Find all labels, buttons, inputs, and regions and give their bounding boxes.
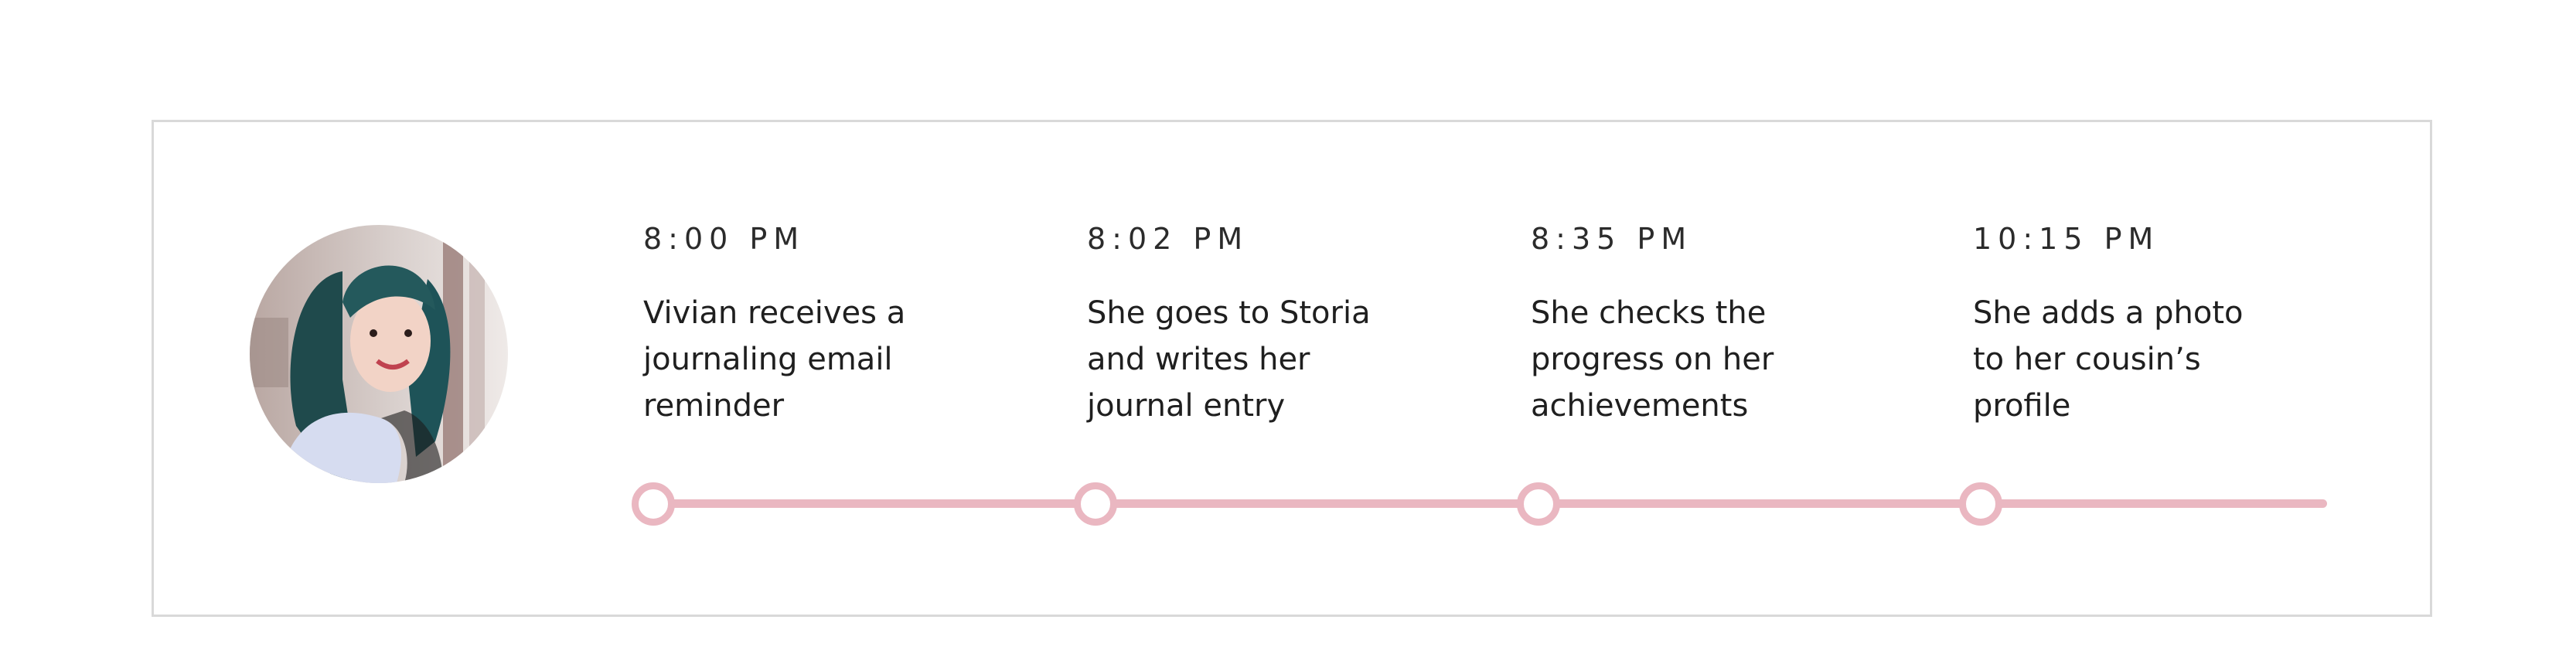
step-description-line: She goes to Storia (1087, 295, 1371, 331)
step-description: She goes to Storia and writes her journa… (1087, 290, 1419, 429)
timeline-step-3: 8:35 PM She checks the progress on her a… (1531, 222, 1902, 429)
timeline-step-2: 8:02 PM She goes to Storia and writes he… (1087, 222, 1458, 429)
timeline-node-2 (1074, 482, 1117, 526)
step-description-line: She adds a photo (1973, 295, 2244, 331)
step-description-line: Vivian receives a (643, 295, 906, 331)
journey-card (152, 120, 2432, 617)
timeline-step-4: 10:15 PM She adds a photo to her cousin’… (1973, 222, 2344, 429)
timeline-node-4 (1959, 482, 2002, 526)
step-description-line: to her cousin’s (1973, 342, 2201, 377)
step-time: 8:02 PM (1087, 222, 1249, 256)
step-time: 8:35 PM (1531, 222, 1693, 256)
step-time: 8:00 PM (643, 222, 806, 256)
step-description-line: journal entry (1087, 388, 1286, 424)
step-description-line: and writes her (1087, 342, 1310, 377)
timeline-track (653, 499, 2327, 508)
timeline-node-3 (1517, 482, 1560, 526)
step-description: She checks the progress on her achieveme… (1531, 290, 1863, 429)
user-avatar (250, 225, 508, 483)
step-description: She adds a photo to her cousin’s profile (1973, 290, 2305, 429)
timeline-step-1: 8:00 PM Vivian receives a journaling ema… (643, 222, 1014, 429)
step-description-line: achievements (1531, 388, 1749, 424)
step-description: Vivian receives a journaling email remin… (643, 290, 976, 429)
timeline-node-1 (632, 482, 675, 526)
step-time: 10:15 PM (1973, 222, 2160, 256)
step-description-line: profile (1973, 388, 2071, 424)
person-photo-icon (250, 225, 508, 483)
step-description-line: reminder (643, 388, 785, 424)
step-description-line: She checks the (1531, 295, 1767, 331)
step-description-line: progress on her (1531, 342, 1774, 377)
step-description-line: journaling email (643, 342, 893, 377)
